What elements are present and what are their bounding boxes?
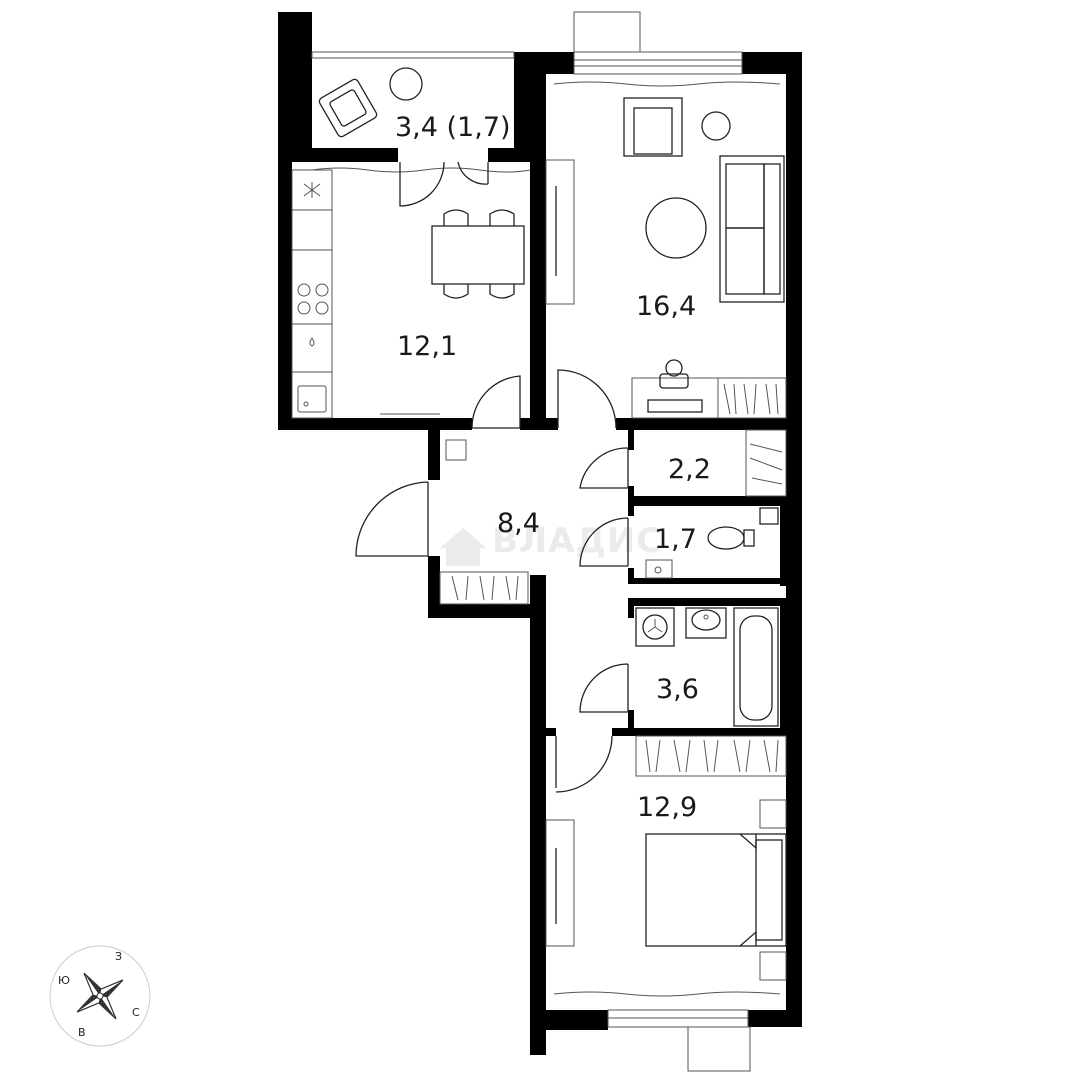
watermark: ВЛАДИС xyxy=(440,521,662,566)
kitchen-sink-icon xyxy=(297,385,327,413)
desk-icon xyxy=(631,359,719,419)
armchair-icon xyxy=(623,97,683,157)
room-area-storage: 2,2 xyxy=(668,454,711,485)
room-area-living-room: 16,4 xyxy=(636,291,696,322)
room-labels: 3,4 (1,7) 12,1 16,4 8,4 2,2 1,7 3,6 12,9 xyxy=(395,112,711,823)
furniture xyxy=(291,67,787,981)
shelves-icon xyxy=(717,377,787,419)
windows xyxy=(311,11,781,1072)
compass-label-east: В xyxy=(78,1026,86,1039)
bathtub-icon xyxy=(733,607,779,727)
side-table-icon xyxy=(701,111,731,141)
hall-wardrobe-icon xyxy=(439,571,529,605)
toilet-icon xyxy=(645,507,779,579)
coffee-table-icon xyxy=(645,197,707,259)
kitchen-drop-icon xyxy=(309,337,315,347)
walls xyxy=(278,12,802,1055)
room-area-hall: 8,4 xyxy=(497,508,540,539)
compass-label-north: З xyxy=(115,950,122,963)
dining-chair-icon xyxy=(443,209,515,299)
stove-icon xyxy=(297,283,329,315)
wardrobe-icon xyxy=(635,735,787,777)
balcony-chair-icon xyxy=(318,78,378,138)
compass-label-west: Ю xyxy=(58,974,70,987)
compass-label-south: С xyxy=(132,1006,140,1019)
dining-table xyxy=(431,225,525,285)
washing-machine-icon xyxy=(635,607,675,647)
watermark-house-icon xyxy=(440,528,486,566)
room-area-toilet: 1,7 xyxy=(654,524,697,555)
hall-cabinet-icon xyxy=(445,439,467,461)
room-area-balcony: 3,4 (1,7) xyxy=(395,112,511,143)
watermark-text: ВЛАДИС xyxy=(492,521,662,561)
bed-icon xyxy=(645,799,787,981)
room-area-kitchen: 12,1 xyxy=(397,331,457,362)
storage-shelves-icon xyxy=(745,429,787,497)
kitchen-hood-icon xyxy=(303,182,321,198)
sofa-icon xyxy=(719,155,785,303)
doors xyxy=(355,161,629,793)
washbasin-icon xyxy=(685,607,727,639)
room-area-bedroom: 12,9 xyxy=(637,792,697,823)
compass: З Ю С В xyxy=(49,945,151,1047)
balcony-table-icon xyxy=(389,67,423,101)
room-area-bathroom: 3,6 xyxy=(656,674,699,705)
compass-rose-icon xyxy=(76,972,124,1020)
